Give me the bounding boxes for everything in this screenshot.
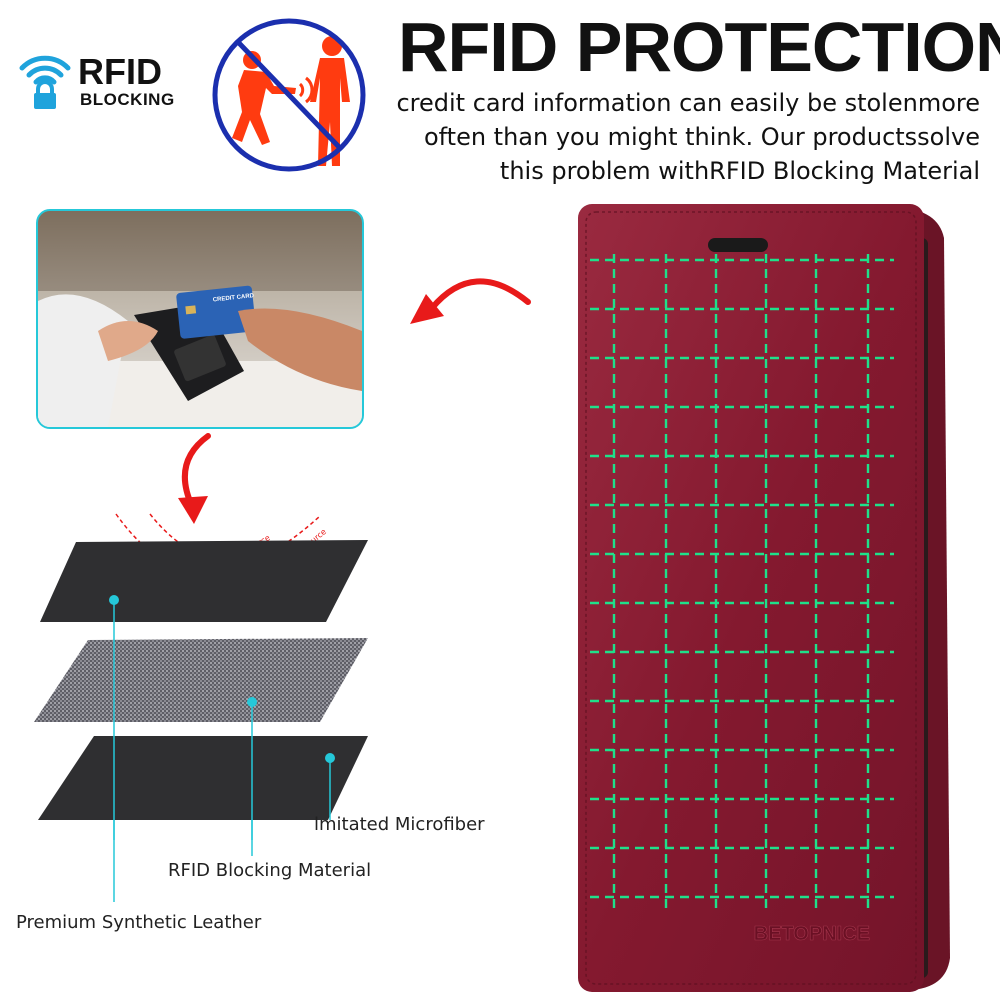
description-line-3: this problem withRFID Blocking Material <box>499 157 980 185</box>
description-line-2: often than you might think. Our products… <box>423 123 980 151</box>
layer-stack-diagram: Signal Source Signal Source <box>34 513 368 840</box>
thief-figure <box>232 51 296 145</box>
badge-blocking-text: BLOCKING <box>80 90 175 109</box>
description-line-1: credit card information can easily be st… <box>396 89 980 117</box>
curved-arrow-left-icon <box>410 278 531 324</box>
payment-photo: CREDIT CARD <box>36 209 364 429</box>
leather-layer <box>40 540 368 622</box>
connector-extensions <box>113 820 253 902</box>
credit-card: CREDIT CARD <box>176 285 256 339</box>
brand-logo: BETOPNICE <box>754 923 870 945</box>
blocking-layer <box>34 638 368 722</box>
wifi-lock-icon <box>19 55 71 109</box>
credit-card-text: CREDIT CARD <box>213 293 255 303</box>
no-skimming-icon <box>212 18 366 172</box>
stitch-grid <box>590 254 894 908</box>
label-leather: Premium Synthetic Leather <box>16 912 262 933</box>
curved-arrow-down-icon <box>178 433 211 524</box>
microfiber-layer <box>38 736 368 820</box>
label-blocking: RFID Blocking Material <box>168 860 372 881</box>
label-microfiber: lmitated Microfiber <box>314 814 485 835</box>
page-title: RFID PROTECTION <box>398 8 1000 86</box>
badge-rfid-text: RFID <box>78 51 162 92</box>
rfid-blocking-badge <box>16 44 186 114</box>
wallet-case-image: BETOPNICE <box>578 204 950 992</box>
